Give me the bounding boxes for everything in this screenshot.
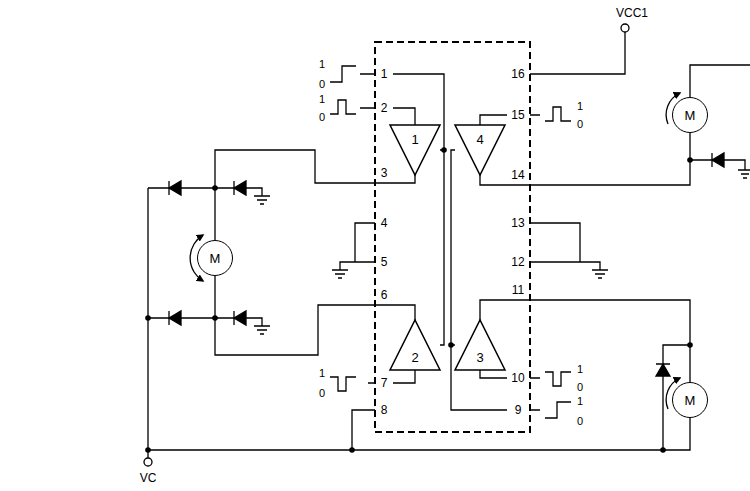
junction-dot bbox=[349, 447, 355, 453]
pulse-waveform bbox=[545, 372, 571, 386]
triangle-outline bbox=[390, 125, 440, 175]
motor-letter: M bbox=[210, 252, 221, 265]
pin-number: 7 bbox=[381, 377, 388, 389]
buffer-triangle: 3 bbox=[455, 320, 505, 370]
motor-letter: M bbox=[685, 394, 696, 407]
supply-wire bbox=[530, 32, 625, 74]
logic-level: 1 bbox=[319, 368, 325, 379]
logic-level: 0 bbox=[577, 119, 583, 130]
diode-symbol bbox=[712, 153, 724, 167]
input-wire bbox=[393, 370, 415, 383]
motor-wire bbox=[690, 65, 750, 97]
terminal-symbol bbox=[144, 458, 152, 466]
input-stubs bbox=[360, 74, 375, 383]
signal-wire bbox=[480, 133, 690, 185]
enable-wire bbox=[451, 345, 507, 410]
supply-rail bbox=[148, 188, 690, 458]
pin-number: 1 bbox=[381, 68, 388, 80]
signal-wire bbox=[440, 150, 444, 345]
buffer-triangle: 4 bbox=[455, 125, 505, 175]
diode-symbol bbox=[169, 181, 181, 195]
buffer-triangle: 1 bbox=[390, 125, 440, 175]
supply-label: VC bbox=[140, 472, 157, 484]
buffer-number: 1 bbox=[411, 133, 418, 146]
input-wire bbox=[480, 115, 507, 125]
triangle-outline bbox=[455, 320, 505, 370]
pin-number: 6 bbox=[381, 289, 388, 301]
wires bbox=[148, 32, 750, 458]
ground-symbol bbox=[738, 170, 750, 178]
triangle-outline bbox=[455, 125, 505, 175]
logic-level: 1 bbox=[577, 364, 583, 375]
signal-wire bbox=[215, 150, 415, 240]
clamp-wire bbox=[148, 188, 262, 326]
triangle-outline bbox=[390, 320, 440, 370]
rotation-arrows bbox=[190, 93, 680, 409]
diode-symbol bbox=[234, 181, 246, 195]
signal-wire bbox=[215, 276, 415, 355]
logic-level: 1 bbox=[319, 59, 325, 70]
signal-wire bbox=[480, 300, 690, 382]
pulse-waveform bbox=[330, 377, 356, 391]
supply-label: VCC1 bbox=[616, 7, 648, 19]
terminal-symbol bbox=[621, 24, 629, 32]
ground-symbol bbox=[254, 196, 270, 204]
buffer-triangle: 2 bbox=[390, 320, 440, 370]
logic-level: 0 bbox=[577, 416, 583, 427]
pulse-waveform bbox=[330, 100, 356, 114]
ground-wire bbox=[340, 223, 375, 270]
ground-symbols bbox=[254, 170, 750, 334]
pin-number: 13 bbox=[511, 217, 524, 229]
diodes bbox=[169, 153, 724, 376]
motor-symbol: M bbox=[672, 97, 708, 133]
ground-wire bbox=[530, 223, 600, 270]
pulse-waveform bbox=[545, 107, 571, 121]
junction-dots bbox=[145, 147, 693, 453]
pin-number: 5 bbox=[381, 256, 388, 268]
motor-symbol: M bbox=[197, 240, 233, 276]
logic-level: 0 bbox=[319, 79, 325, 90]
pin-number: 2 bbox=[381, 102, 388, 114]
pin-number: 4 bbox=[381, 217, 388, 229]
buffer-number: 3 bbox=[476, 351, 483, 364]
pin-number: 11 bbox=[512, 284, 524, 296]
signal-wire bbox=[451, 150, 455, 345]
pin-number: 9 bbox=[515, 404, 522, 416]
logic-level: 0 bbox=[577, 382, 583, 393]
input-wire bbox=[480, 370, 507, 378]
diode-symbol bbox=[656, 364, 670, 376]
motor-letter: M bbox=[685, 109, 696, 122]
pin-number: 3 bbox=[381, 167, 388, 179]
pin-number: 12 bbox=[511, 256, 524, 268]
ground-symbol bbox=[592, 270, 608, 278]
ground-symbol bbox=[332, 270, 348, 278]
junction-dot bbox=[145, 315, 151, 321]
pin-number: 10 bbox=[511, 372, 524, 384]
buffer-number: 2 bbox=[411, 351, 418, 364]
pin-number: 16 bbox=[511, 68, 524, 80]
diode-symbol bbox=[169, 311, 181, 325]
ground-symbol bbox=[254, 326, 270, 334]
chip-outline bbox=[375, 42, 530, 432]
junction-dot bbox=[145, 447, 151, 453]
input-wire bbox=[393, 108, 415, 125]
logic-level: 0 bbox=[319, 388, 325, 399]
buffer-number: 4 bbox=[476, 133, 483, 146]
step-waveform bbox=[330, 66, 356, 82]
pin-number: 15 bbox=[511, 109, 524, 121]
pin-number: 8 bbox=[381, 404, 388, 416]
motor-symbol: M bbox=[672, 382, 708, 418]
step-waveform bbox=[545, 402, 571, 418]
logic-level: 1 bbox=[577, 396, 583, 407]
logic-level: 0 bbox=[319, 112, 325, 123]
diode-symbol bbox=[234, 311, 246, 325]
junction-dot bbox=[660, 447, 666, 453]
supply-wire bbox=[352, 410, 375, 450]
logic-level: 1 bbox=[577, 101, 583, 112]
logic-level: 1 bbox=[319, 94, 325, 105]
pin-number: 14 bbox=[511, 169, 524, 181]
